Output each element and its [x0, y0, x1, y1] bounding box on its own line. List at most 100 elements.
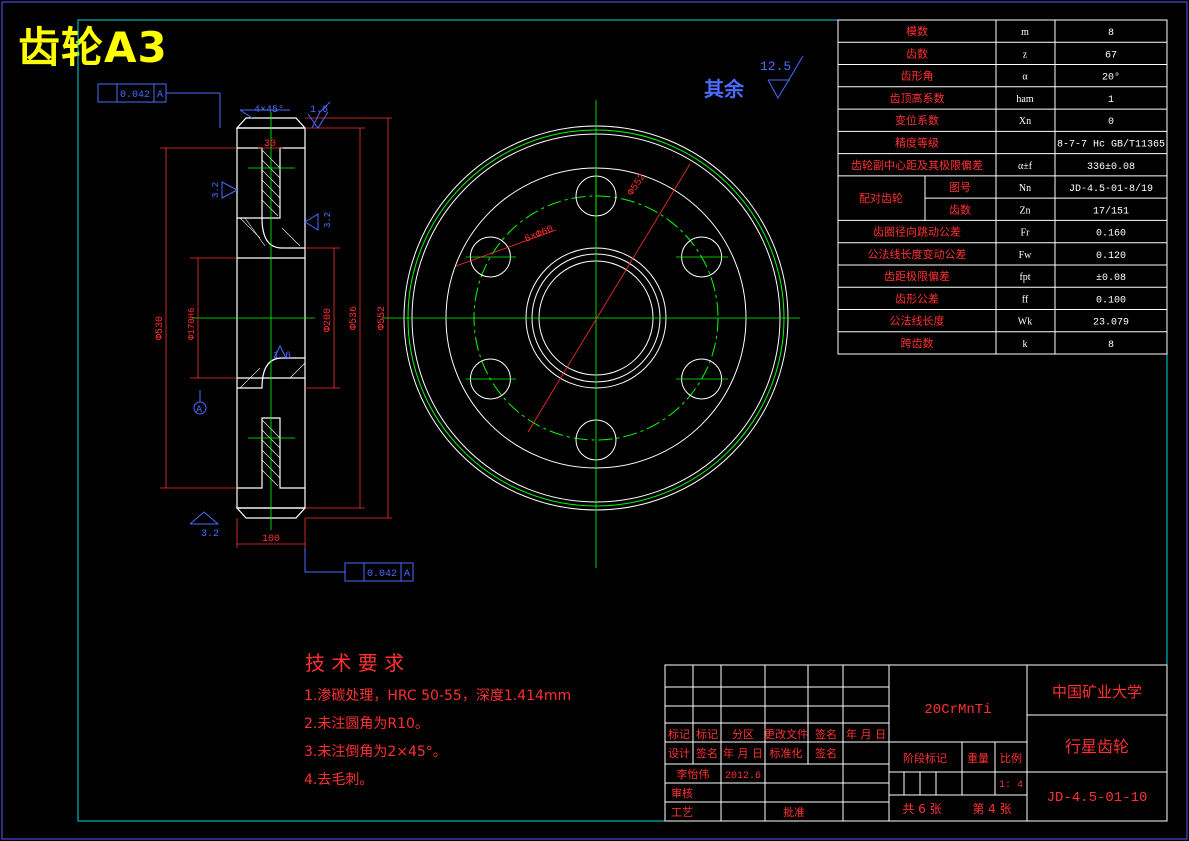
front-dims	[455, 163, 691, 433]
ra-left: 3.2	[211, 182, 221, 198]
front-od-label: Φ552	[626, 172, 649, 198]
roughness-label: 其余	[704, 77, 745, 101]
param-name: 模数	[906, 25, 928, 38]
dim-200: Φ200	[323, 308, 334, 332]
param-name: 齿顶高系数	[890, 91, 945, 105]
param-symbol: m	[1021, 27, 1029, 38]
tb-design-date: 年 月 日	[723, 746, 763, 760]
front-holes-label: 6×Φ60	[523, 224, 555, 245]
param-name: 公法线长度变动公差	[868, 247, 967, 261]
param-symbol: fpt	[1019, 272, 1030, 283]
param-value: 1	[1108, 95, 1114, 106]
inner-frame	[77, 19, 1168, 822]
param-symbol: ff	[1022, 294, 1029, 305]
front-centerlines	[382, 100, 800, 568]
param-sub: 图号	[949, 181, 971, 194]
tb-design: 设计	[668, 747, 690, 760]
tb-row-1: 标记	[668, 727, 690, 741]
title-block-text: 20CrMnTi 中国矿业大学 行星齿轮 JD-4.5-01-10 标记 标记 …	[668, 683, 1147, 819]
ra-bore: 1.6	[273, 351, 291, 362]
tb-process: 工艺	[671, 806, 693, 819]
dim-170: Φ170H6	[187, 308, 197, 340]
tb-part-name: 行星齿轮	[1065, 737, 1129, 756]
param-value: 20°	[1102, 72, 1120, 84]
page-title: 齿轮A3	[18, 23, 168, 72]
dim-530: Φ530	[155, 316, 166, 340]
param-value: JD-4.5-01-8/19	[1069, 183, 1153, 195]
tech-item-3: 3.未注倒角为2×45°。	[304, 744, 447, 760]
tb-row-3: 分区	[732, 728, 754, 741]
section-centerlines	[192, 112, 315, 530]
ra-top: 1.6	[310, 105, 328, 116]
tb-std-sign: 签名	[815, 746, 837, 760]
tb-row-4: 更改文件	[764, 727, 808, 741]
tb-std: 标准化	[770, 746, 803, 760]
tb-weight: 重量	[967, 751, 989, 765]
param-value: 0.120	[1096, 251, 1126, 262]
param-name: 齿轮副中心距及其极限偏差	[851, 158, 983, 172]
chamfer-label: 4×45°	[254, 104, 284, 116]
roughness-value: 12.5	[760, 59, 791, 74]
tech-item-2: 2.未注圆角为R10。	[304, 716, 429, 732]
ra-right: 3.2	[323, 212, 333, 228]
param-name: 齿形角	[901, 70, 934, 83]
tb-scale: 1: 4	[999, 780, 1023, 791]
param-name: 齿距极限偏差	[884, 269, 950, 283]
param-symbol: Wk	[1018, 317, 1032, 328]
param-name: 变位系数	[895, 113, 939, 127]
tb-review: 审核	[671, 786, 693, 800]
tol-top-value: 0.042	[120, 90, 150, 101]
section-dims	[160, 117, 392, 548]
param-name: 配对齿轮	[859, 191, 903, 205]
dim-30: 30	[264, 139, 276, 150]
tb-row-2: 标记	[696, 727, 718, 741]
roughness-symbol	[767, 55, 804, 100]
tb-school: 中国矿业大学	[1052, 683, 1142, 701]
tb-row-6: 年 月 日	[846, 727, 886, 741]
param-symbol: z	[1023, 49, 1028, 60]
param-value: 67	[1105, 50, 1117, 61]
param-symbol: α	[1022, 72, 1028, 83]
param-symbol: Fw	[1019, 250, 1033, 261]
param-value: 17/151	[1093, 205, 1129, 217]
tb-row-5: 签名	[815, 727, 837, 741]
tol-bottom-datum: A	[404, 569, 410, 580]
param-value: ±0.08	[1096, 273, 1126, 284]
param-value: 8	[1108, 28, 1114, 39]
tech-item-4: 4.去毛刺。	[304, 772, 373, 788]
param-name: 齿圈径向跳动公差	[873, 225, 961, 239]
tb-designer: 李怡伟	[677, 767, 710, 781]
tb-date: 2012.6	[725, 771, 761, 782]
param-symbol: α±f	[1018, 161, 1033, 172]
param-value: 23.079	[1093, 318, 1129, 329]
tb-material: 20CrMnTi	[924, 702, 991, 718]
param-value: 8-7-7 Hc GB/T11365	[1057, 138, 1165, 150]
param-value: 0	[1108, 117, 1114, 128]
tb-sheet-no: 第 4 张	[972, 802, 1011, 816]
param-symbol: Fr	[1021, 228, 1031, 239]
tol-top-datum: A	[157, 90, 163, 101]
param-symbol: k	[1023, 339, 1028, 350]
param-value: 336±0.08	[1087, 162, 1135, 173]
ra-bottom: 3.2	[201, 529, 219, 540]
section-annotations	[97, 83, 414, 582]
param-symbol: ham	[1016, 94, 1033, 105]
param-name: 齿形公差	[895, 291, 939, 305]
param-symbol: Xn	[1019, 116, 1031, 127]
param-name: 公法线长度	[890, 314, 945, 328]
title-block	[664, 664, 1168, 822]
param-value: 8	[1108, 340, 1114, 351]
tb-scale-label: 比例	[1000, 751, 1022, 765]
param-sub: 齿数	[949, 203, 971, 216]
tb-sheets: 共 6 张	[902, 802, 941, 816]
datum-a: A	[196, 405, 202, 416]
param-table	[837, 19, 1168, 355]
dim-100: 100	[262, 534, 280, 545]
param-name: 跨齿数	[901, 337, 934, 350]
param-name: 齿数	[906, 47, 928, 60]
tb-design-sign: 签名	[696, 746, 718, 760]
param-value: 0.160	[1096, 229, 1126, 240]
